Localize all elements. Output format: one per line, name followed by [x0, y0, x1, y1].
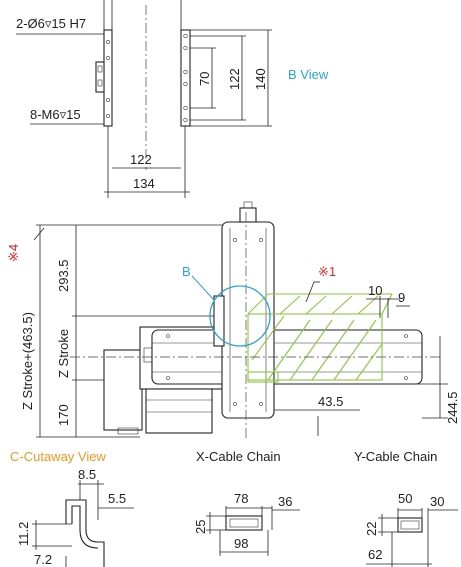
dim-293-5: 293.5 — [56, 259, 71, 292]
c-dim-7-2: 7.2 — [34, 552, 52, 567]
c-dim-11-2: 11.2 — [16, 522, 31, 546]
y-cable-chain-section — [366, 508, 458, 567]
x-dim-36: 36 — [278, 494, 292, 509]
x-chain-title: X-Cable Chain — [196, 449, 281, 464]
dim-70: 70 — [197, 72, 212, 86]
x-dim-78: 78 — [234, 491, 248, 506]
dim-9: 9 — [398, 290, 405, 305]
dim-244-5: 244.5 — [445, 391, 460, 424]
callout-m6: 8-M6▿15 — [30, 107, 81, 122]
z-stroke-label: Z Stroke — [56, 329, 71, 378]
z-stroke-total-label: Z Stroke+(463.5) — [20, 312, 35, 410]
x-dim-25: 25 — [193, 520, 208, 534]
y-dim-50: 50 — [398, 491, 412, 506]
c-dim-5-5: 5.5 — [108, 491, 126, 506]
dim-134-horizontal: 134 — [133, 176, 155, 191]
robot-main-view — [33, 201, 448, 440]
dim-170: 170 — [56, 404, 71, 426]
b-view-label: B View — [288, 67, 329, 82]
note-1: ※1 — [318, 264, 336, 279]
y-dim-30: 30 — [430, 494, 444, 509]
y-dim-22: 22 — [364, 522, 379, 536]
c-cutaway-detail — [32, 480, 134, 567]
top-side-view — [16, 0, 272, 198]
cable-chain-hatch — [247, 293, 393, 383]
x-dim-98: 98 — [234, 536, 248, 551]
c-cutaway-title: C-Cutaway View — [10, 449, 106, 464]
c-dim-8-5: 8.5 — [78, 467, 96, 482]
dim-122-vertical: 122 — [227, 68, 242, 90]
dim-122-horizontal: 122 — [130, 152, 152, 167]
dim-10: 10 — [368, 283, 382, 298]
x-cable-chain-section — [206, 506, 300, 556]
callout-hole-h7: 2-Ø6▿15 H7 — [16, 16, 86, 31]
note-4: ※4 — [6, 244, 21, 262]
dim-140: 140 — [253, 68, 268, 90]
dim-43-5: 43.5 — [318, 394, 343, 409]
y-chain-title: Y-Cable Chain — [354, 449, 437, 464]
b-marker: B — [182, 264, 191, 279]
y-dim-62: 62 — [368, 547, 382, 562]
